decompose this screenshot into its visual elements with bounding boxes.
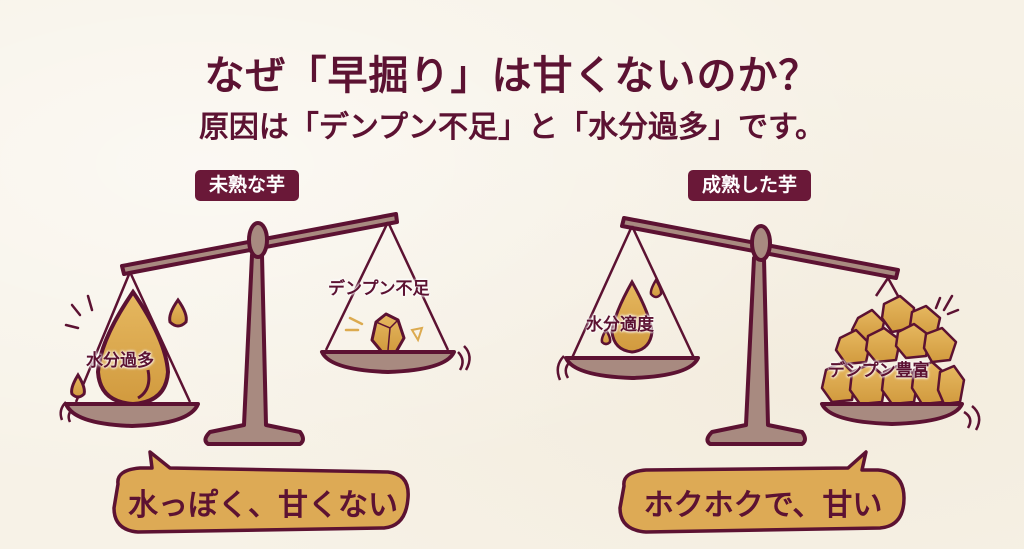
label-water-excess: 水分過多 [86,351,154,371]
speech-bubble-left [112,450,410,534]
water-drop-icon [610,278,654,354]
badge-immature-potato: 未熟な芋 [195,170,300,201]
label-starch-shortage: デンプン不足 [328,279,430,299]
page-title: なぜ「早掘り」は甘くないのか？ [204,53,820,99]
speech-bubble-right [618,450,906,534]
bubble-text-immature: 水っぽく、甘くない [128,488,398,523]
bubble-text-mature: ホクホクで、甘い [643,488,883,523]
page-subtitle: 原因は「デンプン不足」と「水分過多」です。 [198,110,826,145]
label-water-moderate: 水分適度 [586,315,654,335]
balance-scale-icon-right [556,216,981,446]
label-starch-abundant: デンプン豊富 [828,361,930,381]
badge-mature-potato: 成熟した芋 [688,170,812,201]
balance-scale-icon-left [59,212,471,446]
starch-crystal-icon [370,312,406,354]
starch-crystal-pile-icon [820,294,966,406]
